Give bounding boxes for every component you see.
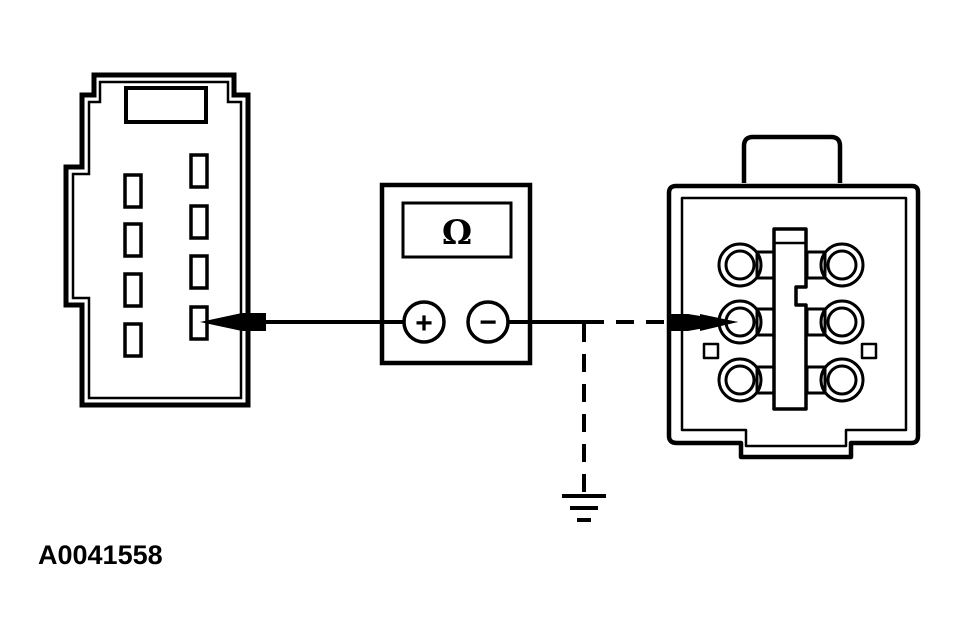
right-pin-cavity-2 xyxy=(805,242,865,288)
left-connector-inner-shell xyxy=(71,80,243,400)
left-pin-b1 xyxy=(189,153,209,189)
left-pin-a4 xyxy=(123,322,143,358)
left-pin-b4 xyxy=(189,305,209,341)
probe-tip-icon xyxy=(200,313,242,331)
left-pin-b3 xyxy=(189,254,209,290)
right-connector xyxy=(666,134,921,460)
positive-terminal xyxy=(402,300,446,344)
left-connector xyxy=(63,72,251,408)
right-connector-outer-shell xyxy=(666,183,921,460)
ohmmeter-display xyxy=(401,201,513,259)
ohmmeter-body xyxy=(379,182,533,366)
left-probe-body xyxy=(242,313,266,331)
ground-symbol-icon xyxy=(562,494,606,522)
right-pin-cavity-6 xyxy=(805,357,865,403)
probe-tip-icon xyxy=(700,314,738,331)
negative-terminal-label: − xyxy=(479,306,497,339)
right-connector-notch-left xyxy=(702,342,720,360)
left-pin-a3 xyxy=(123,272,143,308)
positive-terminal-label: + xyxy=(415,307,433,340)
left-pin-a1 xyxy=(123,173,143,209)
right-connector-lock-bar xyxy=(772,227,808,411)
left-connector-outer-shell xyxy=(63,72,251,408)
left-pin-a2 xyxy=(123,222,143,258)
figure-id-label: A0041558 xyxy=(38,540,163,570)
left-pin-b2 xyxy=(189,204,209,240)
right-pin-cavity-5 xyxy=(717,357,777,403)
right-connector-top-tab xyxy=(741,134,843,183)
ohm-symbol: Ω xyxy=(442,213,472,253)
left-connector-latch xyxy=(124,86,208,124)
right-connector-notch-right xyxy=(860,342,878,360)
negative-lead xyxy=(508,320,668,494)
right-pin-cavity-4 xyxy=(805,299,865,345)
right-pin-cavity-1 xyxy=(717,242,777,288)
ohmmeter: Ω + − xyxy=(379,182,533,366)
left-probe xyxy=(200,313,405,331)
right-connector-inner-shell xyxy=(680,196,908,448)
